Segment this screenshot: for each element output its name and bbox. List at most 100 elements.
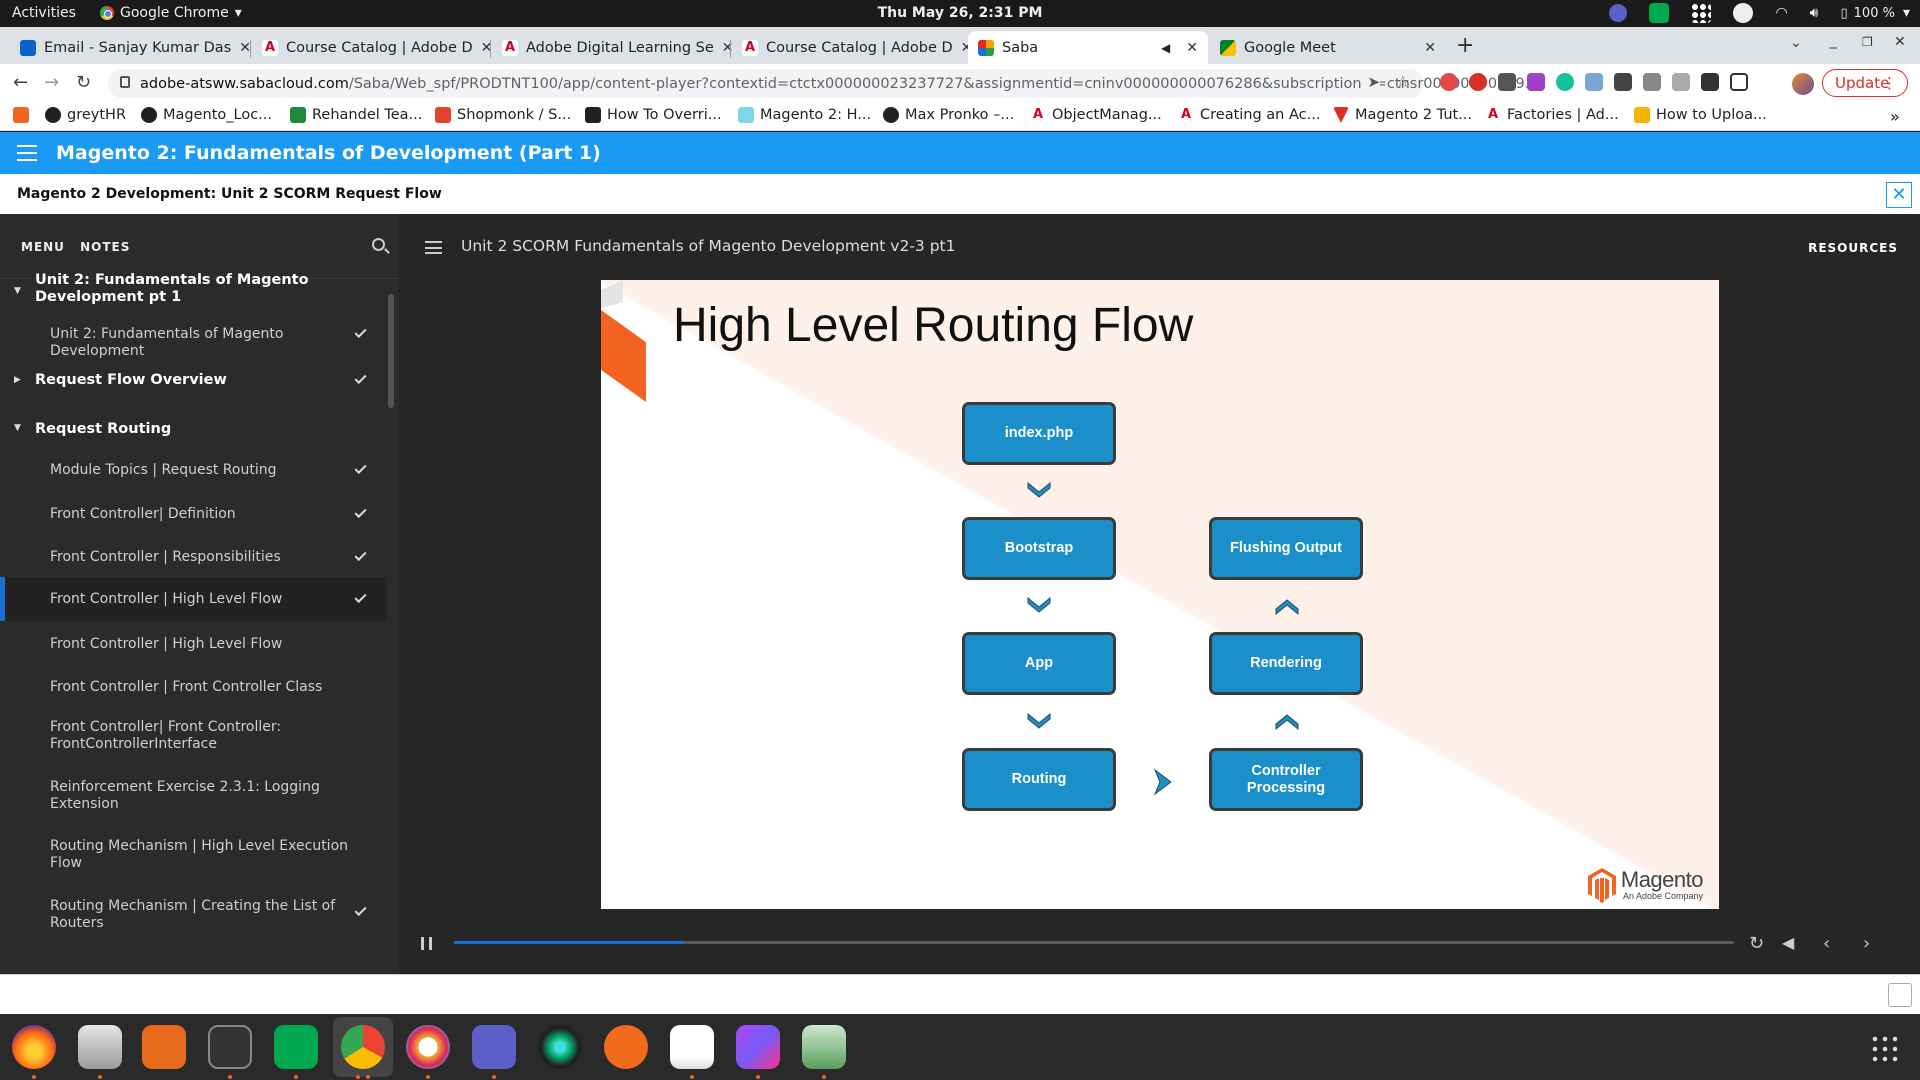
chat-tray-icon[interactable] [1649,3,1670,23]
bookmark-item[interactable]: How to Uploa... [1634,107,1767,123]
close-icon[interactable]: ✕ [480,39,493,56]
restore-button[interactable]: ❐ [1862,35,1873,49]
files-icon[interactable] [78,1025,122,1069]
slack-icon[interactable] [406,1025,450,1069]
bookmark-star-icon[interactable]: ☆ [1395,72,1410,91]
close-icon[interactable]: ✕ [960,39,973,56]
menu-item[interactable]: Module Topics | Request Routing [0,448,386,492]
bookmark-item[interactable]: Magento 2 Tut... [1333,107,1472,123]
menu-item[interactable]: Routing Mechanism | High Level Execution… [0,824,386,882]
window-close-button[interactable]: ✕ [1894,34,1906,50]
chrome-icon[interactable] [341,1025,385,1069]
puzzle-icon[interactable] [1701,73,1719,91]
extension-icon[interactable] [1440,73,1458,91]
volume-icon[interactable]: ◀︎ [1782,933,1795,952]
battery-icon[interactable]: ▯ [1840,5,1848,21]
hamburger-menu-icon[interactable] [17,145,37,161]
system-menu-chevron-icon[interactable]: ▾ [1902,5,1910,21]
menu-item[interactable]: Routing Mechanism | Creating the List of… [0,884,386,942]
bookmark-item[interactable]: How To Overri... [585,107,722,123]
globe-icon[interactable] [1733,3,1754,23]
clock[interactable]: Thu May 26, 2:31 PM [877,5,1043,21]
sidebar-scrollbar[interactable] [388,294,394,408]
player-menu-icon[interactable] [425,241,442,254]
slack-tray-icon[interactable] [1691,3,1712,23]
audio-playing-icon[interactable]: ◀︎ [1161,40,1171,55]
address-bar[interactable]: adobe-atsww.sabacloud.com/Saba/Web_spf/P… [108,69,1539,98]
menu-item-selected[interactable]: Front Controller | High Level Flow [0,577,386,621]
bookmark-item[interactable]: Rehandel Tea... [290,107,422,123]
tab-course-catalog-2[interactable]: A Course Catalog | Adobe D ✕ [732,31,972,64]
close-icon[interactable]: ✕ [721,39,734,56]
grammarly-icon[interactable] [1556,73,1574,91]
phpstorm-icon[interactable] [736,1025,780,1069]
wifi-icon[interactable]: ◠ [1775,5,1788,21]
reload-button[interactable]: ↻ [76,72,92,93]
close-icon[interactable]: ✕ [1186,39,1198,56]
menu-section[interactable]: ▼ Request Routing [0,406,386,450]
menu-item[interactable]: Front Controller| Front Controller: Fron… [0,705,386,763]
menu-item[interactable]: Front Controller | High Level Flow [0,622,386,666]
menu-section[interactable]: ▼ Unit 2: Fundamentals of Magento Develo… [0,272,386,312]
menu-item[interactable]: Front Controller | Front Controller Clas… [0,665,386,709]
close-player-button[interactable]: ✕ [1886,182,1912,208]
firefox-icon[interactable] [12,1025,56,1069]
tab-notes[interactable]: NOTES [80,240,131,254]
next-slide-button[interactable]: › [1863,933,1871,954]
bookmark-item[interactable]: Max Pronko –... [883,107,1014,123]
update-button[interactable]: Update⋮ [1822,69,1908,97]
bookmark-item[interactable]: Magento_Loc... [141,107,272,123]
terminal-icon[interactable] [208,1025,252,1069]
bookmark-item[interactable]: Magento 2: H... [738,107,871,123]
adblock-icon[interactable] [1469,73,1487,91]
bookmark-item[interactable]: greytHR [45,107,126,123]
lock-icon[interactable] [120,76,130,88]
extension-icon[interactable] [1672,73,1690,91]
menu-item[interactable]: Front Controller| Definition [0,492,386,536]
volume-icon[interactable]: 🔊︎ [1809,5,1819,21]
tab-search-icon[interactable]: ⌄ [1790,35,1802,51]
tab-menu[interactable]: MENU [21,240,65,254]
search-icon[interactable] [372,238,385,251]
replay-icon[interactable]: ↻ [1749,933,1765,954]
resources-button[interactable]: RESOURCES [1808,241,1898,255]
teams-tray-icon[interactable] [1609,4,1628,22]
tab-email[interactable]: Email - Sanjay Kumar Das ✕ [10,31,251,64]
extension-icon[interactable] [1498,73,1516,91]
chat-icon[interactable] [274,1025,318,1069]
image-viewer-icon[interactable] [802,1025,846,1069]
bookmark-item[interactable]: Shopmonk / S... [435,107,571,123]
progress-bar[interactable] [454,941,1734,944]
activities-button[interactable]: Activities [12,5,76,21]
send-icon[interactable]: ➤ [1361,73,1380,91]
text-editor-icon[interactable] [670,1025,714,1069]
menu-item[interactable]: Front Controller | Responsibilities [0,535,386,579]
back-button[interactable]: ← [13,72,29,93]
side-panel-icon[interactable] [1730,73,1748,91]
app-menu[interactable]: Google Chrome ▾ [100,5,242,21]
menu-item[interactable]: Reinforcement Exercise 2.3.1: Logging Ex… [0,765,386,823]
new-tab-button[interactable]: + [1456,33,1475,58]
menu-item[interactable]: Unit 2: Fundamentals of Magento Developm… [0,312,386,359]
forward-button[interactable]: → [44,72,60,93]
minimize-button[interactable]: _ [1830,33,1837,49]
tab-adobe-learning[interactable]: A Adobe Digital Learning Se ✕ [492,31,734,64]
close-icon[interactable]: ✕ [239,39,251,56]
teams-icon[interactable] [472,1025,516,1069]
profile-avatar[interactable] [1792,73,1814,95]
extension-icon[interactable] [1585,73,1603,91]
close-icon[interactable]: ✕ [1424,39,1436,56]
extension-icon[interactable] [1614,73,1632,91]
camera-icon[interactable] [538,1025,582,1069]
pause-button[interactable] [421,937,432,950]
tab-saba[interactable]: Saba ◀︎ ✕ [968,31,1208,64]
bookmark-magento[interactable] [13,107,29,123]
more-bookmarks-button[interactable]: » [1890,107,1900,126]
postman-icon[interactable] [604,1025,648,1069]
previous-slide-button[interactable]: ‹ [1823,933,1831,954]
extension-icon[interactable] [1527,73,1545,91]
software-center-icon[interactable] [142,1025,186,1069]
